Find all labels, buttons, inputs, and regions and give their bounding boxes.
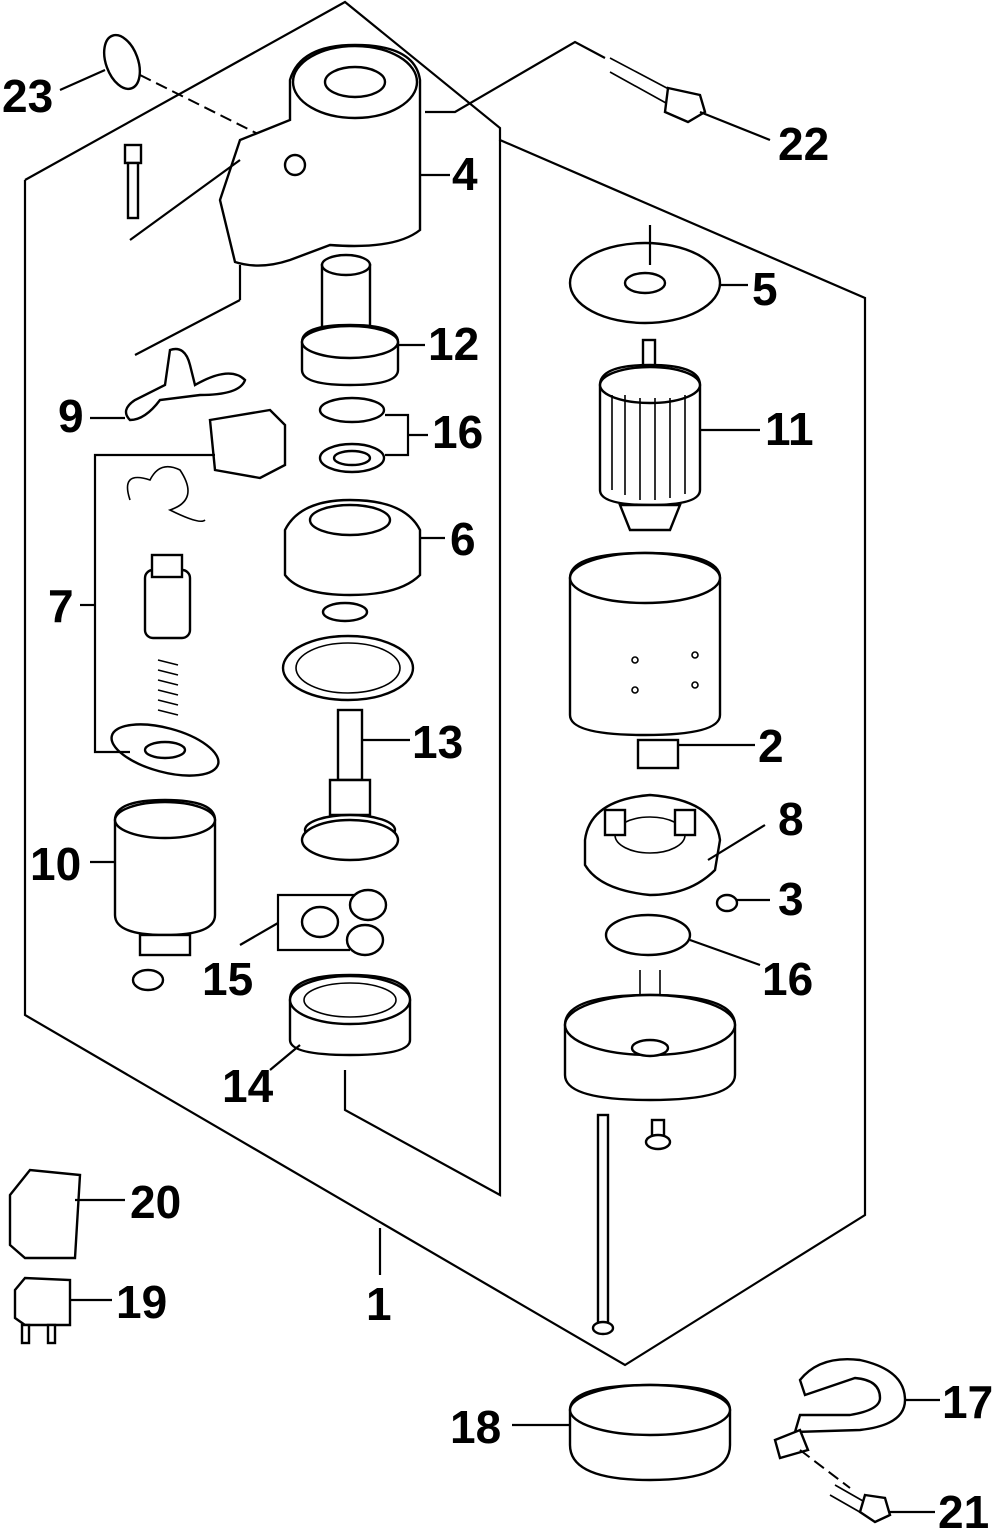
- callout-5: 5: [752, 263, 778, 315]
- callout-7: 7: [48, 580, 74, 632]
- callout-19: 19: [116, 1276, 167, 1328]
- callout-13: 13: [412, 716, 463, 768]
- part-5-plate: [568, 225, 748, 325]
- part-20-relay: [8, 1168, 125, 1260]
- callout-3: 3: [778, 873, 804, 925]
- callout-4: 4: [452, 148, 478, 200]
- part-15-planet-gears: [239, 888, 388, 957]
- part-yoke: [568, 551, 722, 737]
- part-19-relay: [13, 1276, 112, 1345]
- part-22-bolt: [425, 40, 771, 142]
- part-6-bracket: [281, 498, 445, 702]
- callout-10: 10: [30, 838, 81, 890]
- callout-labels: 23 22 4 5 12 9 16 11 6 7 13 2 8 10 3 15 …: [2, 70, 993, 1533]
- part-18-band: [512, 1383, 732, 1482]
- callout-2: 2: [758, 720, 784, 772]
- part-9-lever: [90, 265, 247, 422]
- callout-23: 23: [2, 70, 53, 122]
- part-14-internal-gear: [269, 973, 412, 1071]
- part-23-collar: [59, 33, 271, 141]
- part-13-shaft: [300, 708, 410, 862]
- callout-6: 6: [450, 513, 476, 565]
- callout-12: 12: [428, 318, 479, 370]
- callout-8: 8: [778, 793, 804, 845]
- part-16-clip-washer: [318, 396, 428, 474]
- callout-9: 9: [58, 390, 84, 442]
- part-10-solenoid: [90, 798, 217, 992]
- part-rear-cover: [563, 970, 737, 1102]
- assembly-outline: [23, 0, 867, 1367]
- part-12-pinion: [300, 253, 425, 387]
- part-4-drive-housing: [123, 43, 450, 267]
- callout-15: 15: [202, 953, 253, 1005]
- part-21-bolt: [829, 1484, 935, 1524]
- callout-11: 11: [765, 403, 814, 455]
- part-17-clamp: [773, 1358, 940, 1489]
- part-8-brush-holder: [583, 793, 766, 897]
- callout-22: 22: [778, 118, 829, 170]
- callout-20: 20: [130, 1176, 181, 1228]
- callout-18: 18: [450, 1401, 501, 1453]
- callout-16b: 16: [762, 953, 813, 1005]
- part-through-bolt: [591, 1113, 672, 1336]
- callout-16a: 16: [432, 406, 483, 458]
- callout-21: 21: [938, 1486, 989, 1533]
- callout-14: 14: [222, 1060, 274, 1112]
- callout-17: 17: [942, 1376, 993, 1428]
- callout-1: 1: [366, 1278, 392, 1330]
- part-7-plunger-group: [80, 408, 287, 777]
- part-16-washer-lower: [604, 913, 761, 967]
- part-3-screw: [715, 893, 770, 913]
- part-11-armature: [598, 338, 760, 532]
- part-2-terminal: [636, 738, 755, 770]
